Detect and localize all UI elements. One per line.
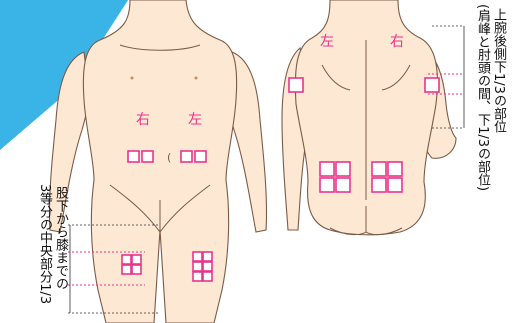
- back-body-figure: [282, 0, 456, 235]
- thigh-caption-line-1: 股下から膝までの: [52, 186, 68, 290]
- front-left-label: 左: [188, 112, 202, 128]
- back-left-label: 左: [320, 34, 334, 50]
- thigh-caption-line-2: 3等分の中央部分1/3: [36, 184, 52, 304]
- arm-caption-line-1: 上腕後側下1/3の部位: [490, 8, 506, 133]
- back-right-label: 右: [390, 34, 404, 50]
- front-right-label: 右: [136, 112, 150, 128]
- arm-caption-line-2: (肩峰と肘頭の間、下1/3の部位): [474, 4, 490, 191]
- navel-mark: (: [167, 151, 171, 164]
